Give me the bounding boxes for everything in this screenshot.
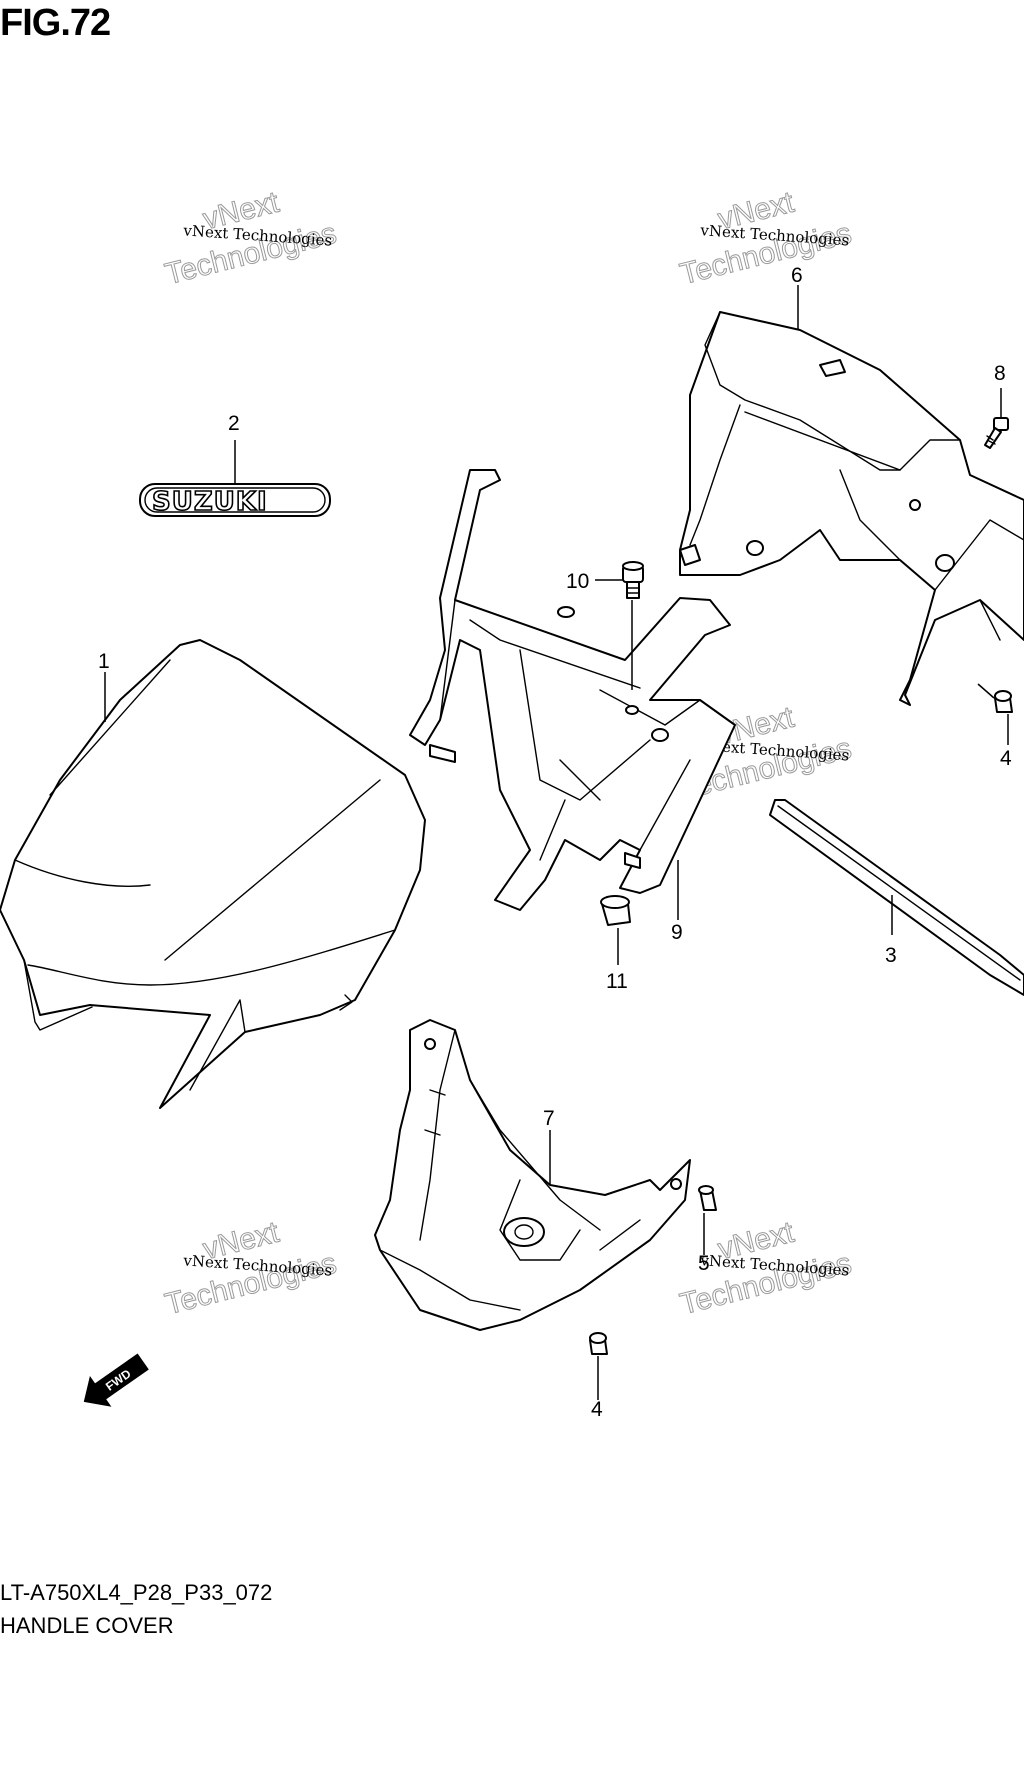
rear-handle-cover (679, 311, 1024, 706)
seal-strip (769, 799, 1024, 996)
model-code: LT-A750XL4_P28_P33_072 (0, 1580, 273, 1605)
clip-4-lower (589, 1332, 608, 1355)
callout-6: 6 (791, 264, 803, 287)
figure-title: FIG.72 (0, 2, 111, 44)
bolt-10 (622, 561, 644, 599)
callout-9: 9 (671, 921, 683, 944)
handle-cover-bracket (409, 469, 736, 911)
callout-4-lower: 4 (591, 1398, 603, 1421)
screw-8 (984, 417, 1009, 449)
rivet-5 (698, 1185, 717, 1211)
front-handle-cover (0, 639, 426, 1109)
callout-1: 1 (98, 650, 110, 673)
clip-4-upper (994, 690, 1013, 713)
emblem-logo-text: SUZUKI (152, 487, 268, 517)
callout-10: 10 (566, 570, 589, 593)
callout-4-upper: 4 (1000, 747, 1012, 770)
callout-7: 7 (543, 1107, 555, 1130)
callout-3: 3 (885, 944, 897, 967)
section-name: HANDLE COVER (0, 1613, 174, 1638)
callout-labels: 1 2 3 4 4 5 6 7 8 9 10 11 (98, 264, 1012, 1421)
callout-2: 2 (228, 412, 240, 435)
fwd-arrow: FWD (83, 1353, 149, 1407)
leader-lines (104, 285, 1009, 1400)
callout-8: 8 (994, 362, 1006, 385)
lower-handle-cover (374, 1019, 691, 1331)
suzuki-emblem: SUZUKI (139, 483, 331, 518)
collar-11 (600, 895, 631, 926)
callout-5: 5 (698, 1252, 710, 1275)
callout-11: 11 (606, 970, 628, 993)
